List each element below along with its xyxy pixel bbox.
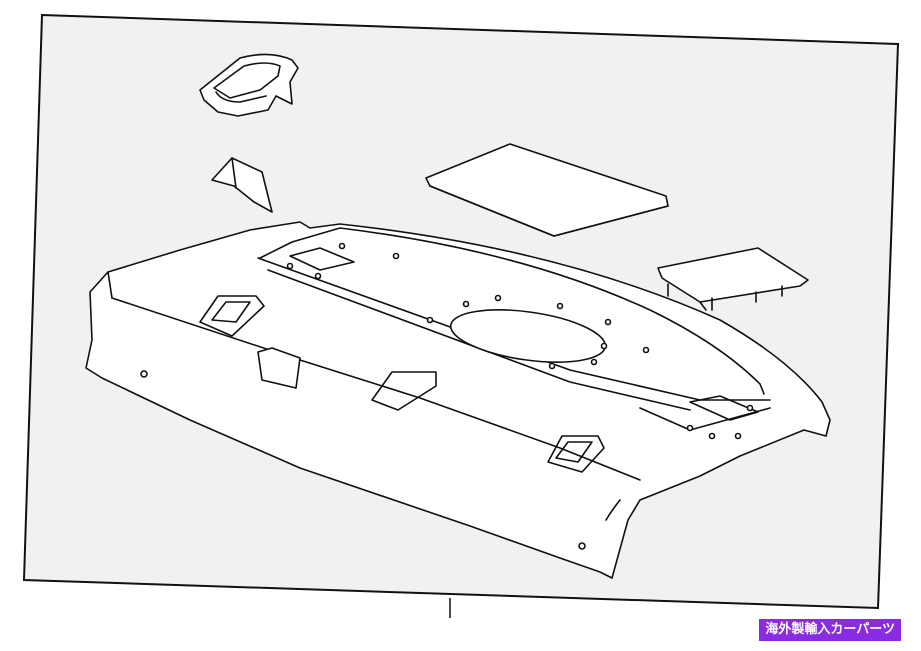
trim-cover-part (657, 247, 809, 311)
package-tray-panel-part (85, 221, 831, 579)
bracket-cover-part (199, 53, 299, 117)
clip-part (211, 157, 273, 213)
shop-badge: 海外製輸入カーパーツ (759, 619, 901, 641)
speaker-cover-pad-part (425, 143, 669, 237)
